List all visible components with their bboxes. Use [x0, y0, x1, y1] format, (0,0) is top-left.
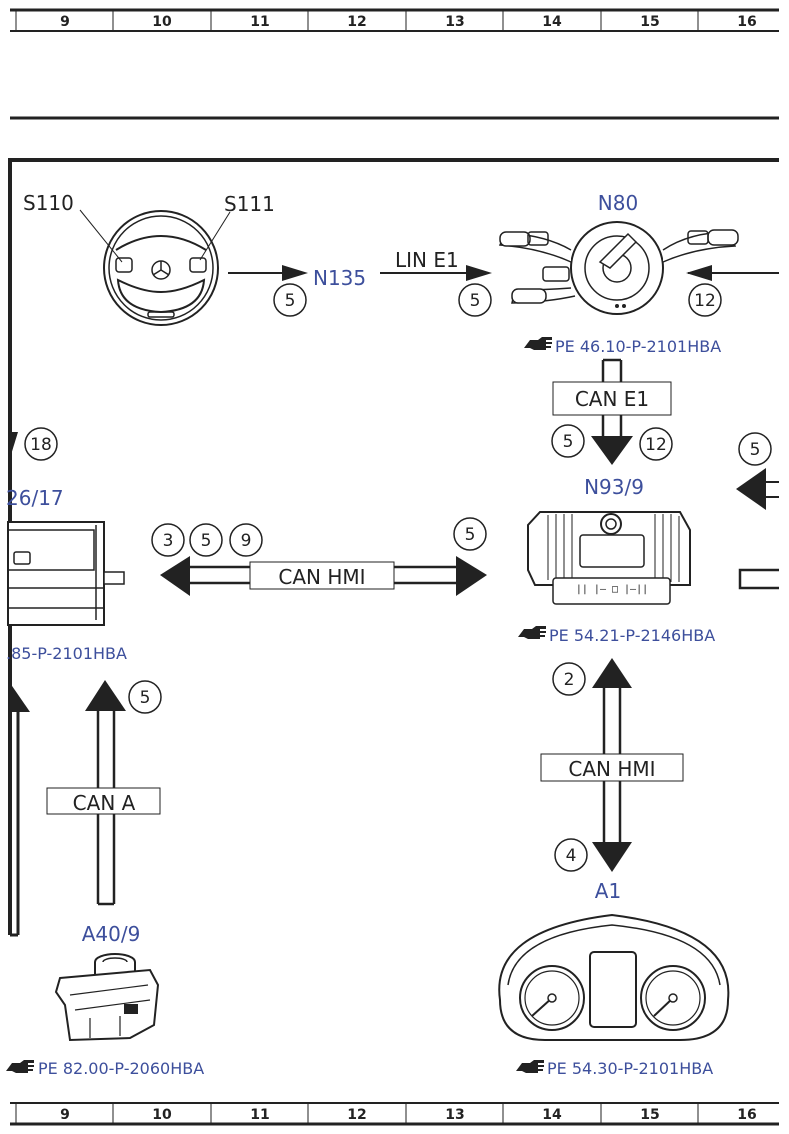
a1-label: A1: [595, 879, 621, 903]
marker: 5: [563, 432, 574, 452]
ruler-col: 16: [737, 1107, 756, 1123]
steering-wheel-image: [79, 209, 231, 326]
svg-text:|| |— □ |—||: || |— □ |—||: [576, 584, 648, 595]
frame-line: [8, 158, 779, 935]
marker: 12: [645, 435, 667, 455]
ruler-col: 14: [542, 14, 562, 30]
left-unit-label: 26/17: [6, 486, 64, 510]
pointing-hand-icon: [516, 1060, 544, 1073]
marker: 5: [201, 531, 212, 551]
marker: 5: [470, 291, 481, 311]
controller-a40-image: [54, 953, 160, 1042]
instrument-cluster-image: [498, 913, 730, 1041]
n135-label: N135: [313, 266, 366, 290]
can-hmi-vertical-label: CAN HMI: [568, 757, 655, 781]
a40-reference[interactable]: PE 82.00-P-2060HBA: [38, 1059, 204, 1078]
pointing-hand-icon: [518, 626, 546, 639]
can-a-label: CAN A: [73, 791, 136, 815]
marker: 5: [750, 440, 761, 460]
n93-reference[interactable]: PE 54.21-P-2146HBA: [549, 626, 715, 645]
can-e1-label: CAN E1: [575, 387, 649, 411]
ruler-col: 9: [60, 14, 70, 30]
top-ruler: 9 10 11 12 13 14 15 16: [10, 8, 779, 32]
marker: 5: [465, 525, 476, 545]
ruler-col: 12: [347, 1107, 366, 1123]
ruler-col: 13: [445, 1107, 464, 1123]
a40-label: A40/9: [82, 922, 141, 946]
can-hmi-horizontal-label: CAN HMI: [278, 565, 365, 589]
ruler-col: 10: [152, 14, 172, 30]
ruler-col: 13: [445, 14, 464, 30]
n93-label: N93/9: [584, 475, 644, 499]
n80-reference[interactable]: PE 46.10-P-2101HBA: [555, 337, 721, 356]
bottom-ruler: 9 10 11 12 13 14 15 16: [10, 1102, 779, 1126]
n80-label: N80: [598, 191, 638, 215]
pointing-hand-icon: [524, 337, 552, 350]
ruler-col: 16: [737, 14, 756, 30]
marker: 12: [694, 291, 716, 311]
a1-reference[interactable]: PE 54.30-P-2101HBA: [547, 1059, 713, 1078]
marker: 3: [163, 531, 174, 551]
marker: 5: [285, 291, 296, 311]
marker: 9: [241, 531, 252, 551]
lin-e1-label: LIN E1: [395, 248, 459, 272]
ruler-col: 9: [60, 1107, 70, 1123]
marker: 18: [30, 435, 52, 455]
ruler-col: 15: [640, 14, 659, 30]
control-unit-n93-image: || |— □ |—||: [527, 511, 691, 605]
switch-s111-label: S111: [224, 192, 275, 216]
marker: 4: [566, 846, 577, 866]
ruler-col: 12: [347, 14, 366, 30]
left-unit-reference[interactable]: .85-P-2101HBA: [6, 644, 127, 663]
ruler-col: 11: [250, 1107, 269, 1123]
ruler-col: 11: [250, 14, 269, 30]
marker: 5: [140, 688, 151, 708]
ruler-col: 10: [152, 1107, 172, 1123]
ruler-col: 15: [640, 1107, 659, 1123]
marker: 2: [564, 670, 575, 690]
steering-column-module-image: [498, 221, 739, 315]
switch-s110-label: S110: [23, 191, 74, 215]
left-unit-image: [7, 521, 125, 626]
ruler-col: 14: [542, 1107, 562, 1123]
pointing-hand-icon: [6, 1060, 34, 1073]
